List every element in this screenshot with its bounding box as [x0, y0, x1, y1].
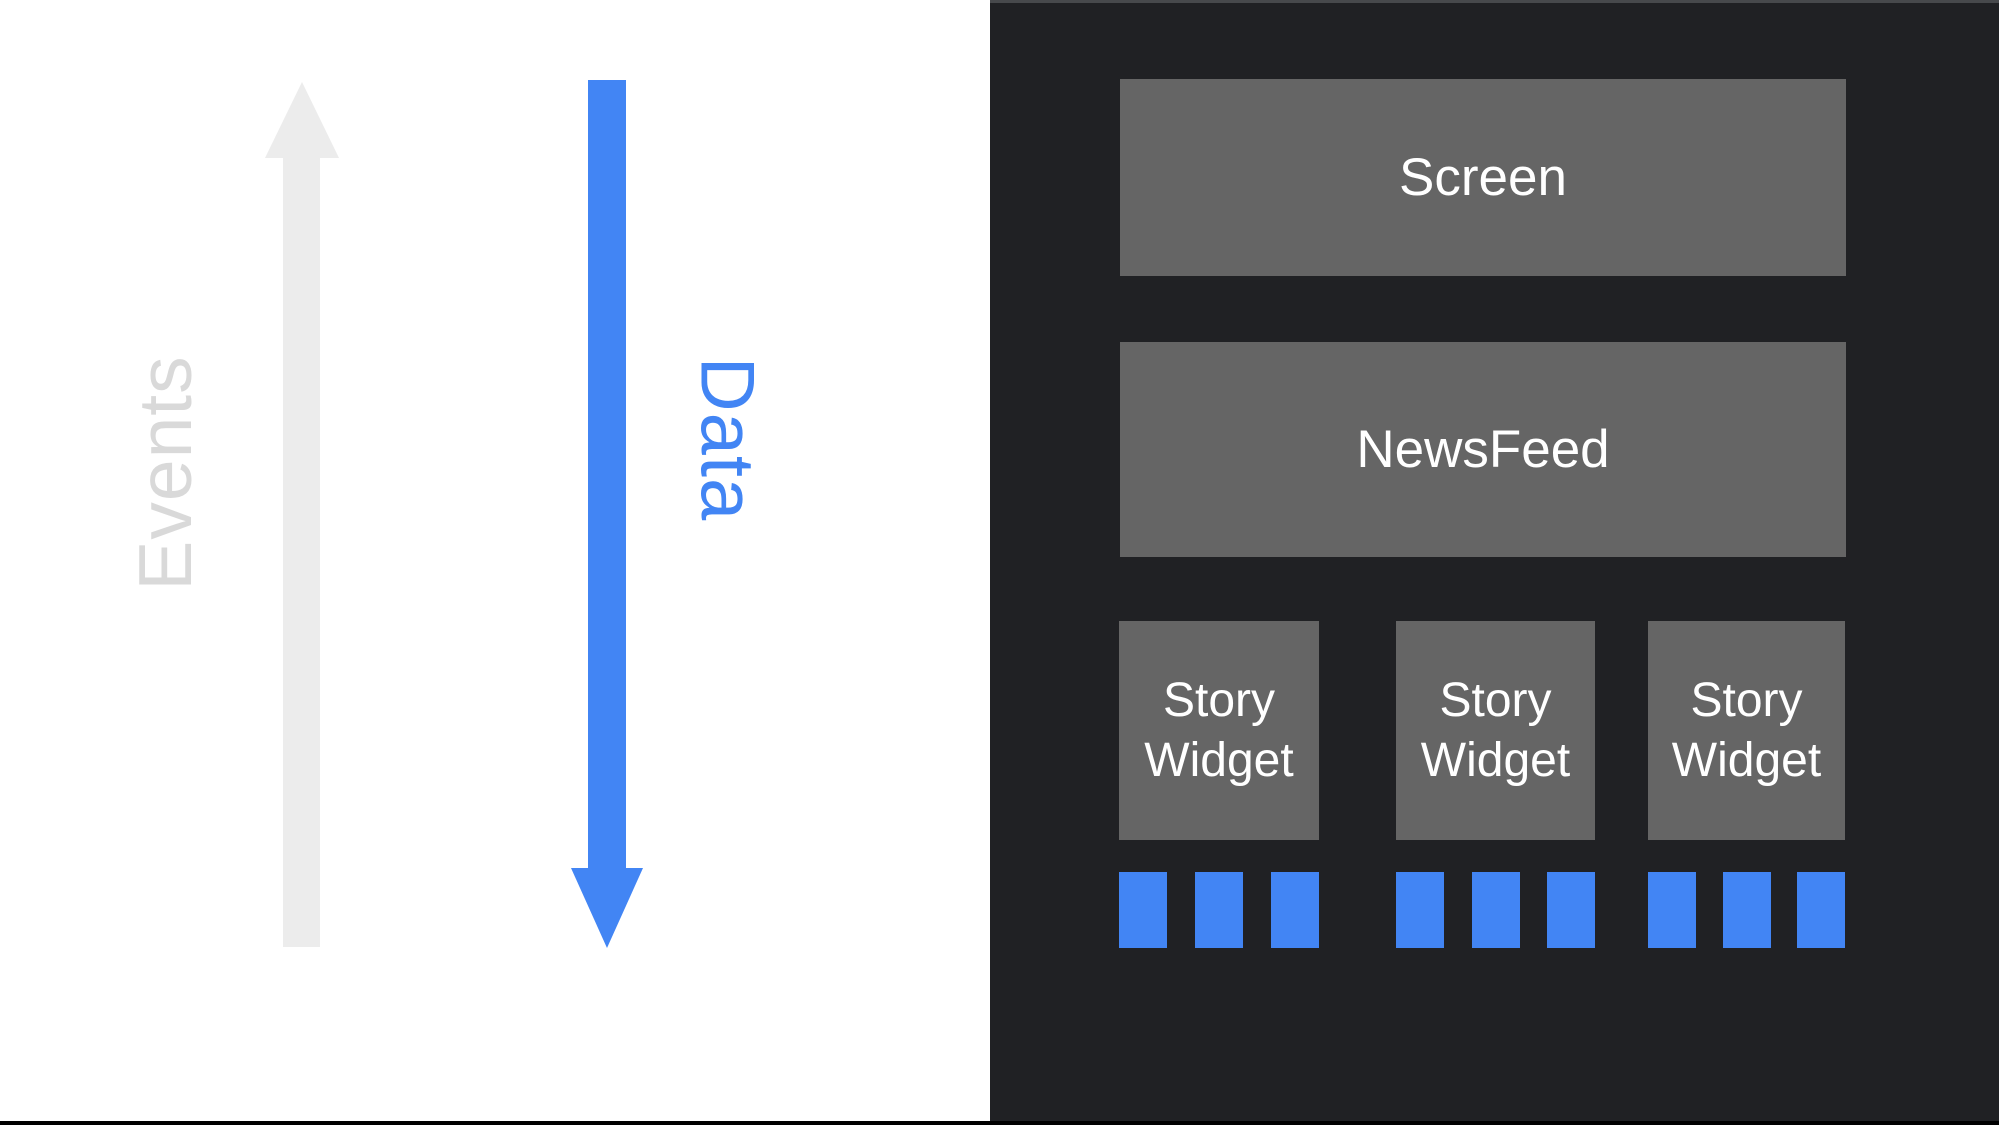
story-data-square [1648, 872, 1696, 948]
story-widget-node-label: Story Widget [1144, 673, 1294, 787]
story-data-squares-group [1396, 872, 1595, 948]
story-data-square [1271, 872, 1319, 948]
story-widget-node-box: Story Widget [1119, 621, 1319, 840]
story-data-square [1195, 872, 1243, 948]
slide-bottom-edge [0, 1121, 1999, 1125]
events-arrow-shaft [283, 156, 320, 947]
story-widget-node-label: Story Widget [1671, 673, 1822, 787]
story-data-square [1547, 872, 1595, 948]
data-label: Data [684, 356, 770, 522]
story-data-squares-group [1648, 872, 1845, 948]
story-widget-node-box: Story Widget [1648, 621, 1845, 840]
story-data-square [1471, 872, 1520, 948]
data-arrow-head [571, 868, 643, 948]
story-data-square [1396, 872, 1444, 948]
newsfeed-node-label: NewsFeed [1356, 420, 1610, 479]
story-widget-node-box: Story Widget [1396, 621, 1595, 840]
screen-node-box: Screen [1120, 79, 1846, 276]
screen-node-label: Screen [1399, 148, 1567, 207]
story-data-square [1797, 872, 1845, 948]
events-label: Events [123, 355, 207, 591]
newsfeed-node-box: NewsFeed [1120, 342, 1846, 557]
data-arrow-shaft [588, 80, 626, 870]
story-widget-node-label: Story Widget [1420, 673, 1571, 787]
flow-panel: Events Data [0, 0, 990, 1125]
story-data-square [1722, 872, 1771, 948]
events-arrow-head [265, 82, 339, 158]
story-data-squares-group [1119, 872, 1319, 948]
panel-top-edge [990, 0, 1999, 3]
story-data-square [1119, 872, 1167, 948]
